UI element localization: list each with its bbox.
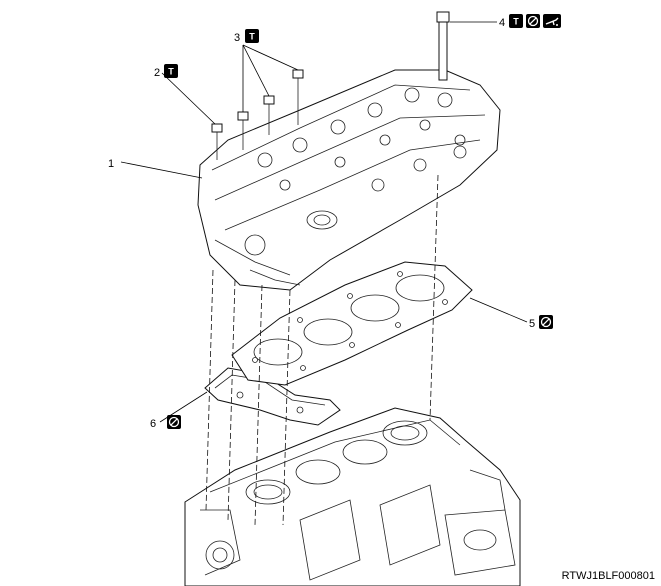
callout-number: 1: [108, 158, 114, 170]
bolt-4: [436, 11, 450, 81]
do-not-reuse-icon: [539, 315, 553, 329]
cylinder-head-gasket: [231, 261, 473, 386]
figure-code: RTWJ1BLF000801: [561, 570, 655, 582]
callout-number: 6: [150, 418, 156, 430]
callout-4: 4 T: [499, 14, 561, 29]
callout-1: 1: [108, 158, 114, 170]
cylinder-head: [197, 69, 501, 291]
do-not-reuse-icon: [526, 14, 540, 28]
svg-text:T: T: [249, 32, 255, 42]
callout-3: 3 T: [234, 29, 259, 44]
do-not-reuse-icon: [167, 415, 181, 429]
svg-text:T: T: [168, 67, 174, 77]
cylinder-block: [184, 407, 521, 586]
torque-icon: T: [164, 64, 178, 78]
alignment-lines: [205, 174, 439, 526]
callout-number: 5: [529, 318, 535, 330]
callout-5: 5: [529, 315, 553, 330]
callout-number: 4: [499, 17, 505, 29]
callout-6: 6: [150, 415, 181, 430]
leader-lines: [120, 21, 528, 423]
callout-2: 2 T: [154, 64, 178, 79]
oil-icon: [543, 14, 561, 28]
bolt-2: [211, 123, 223, 160]
torque-icon: T: [509, 14, 523, 28]
torque-icon: T: [245, 29, 259, 43]
callout-number: 2: [154, 67, 160, 79]
svg-text:T: T: [513, 17, 519, 27]
callout-number: 3: [234, 32, 240, 44]
